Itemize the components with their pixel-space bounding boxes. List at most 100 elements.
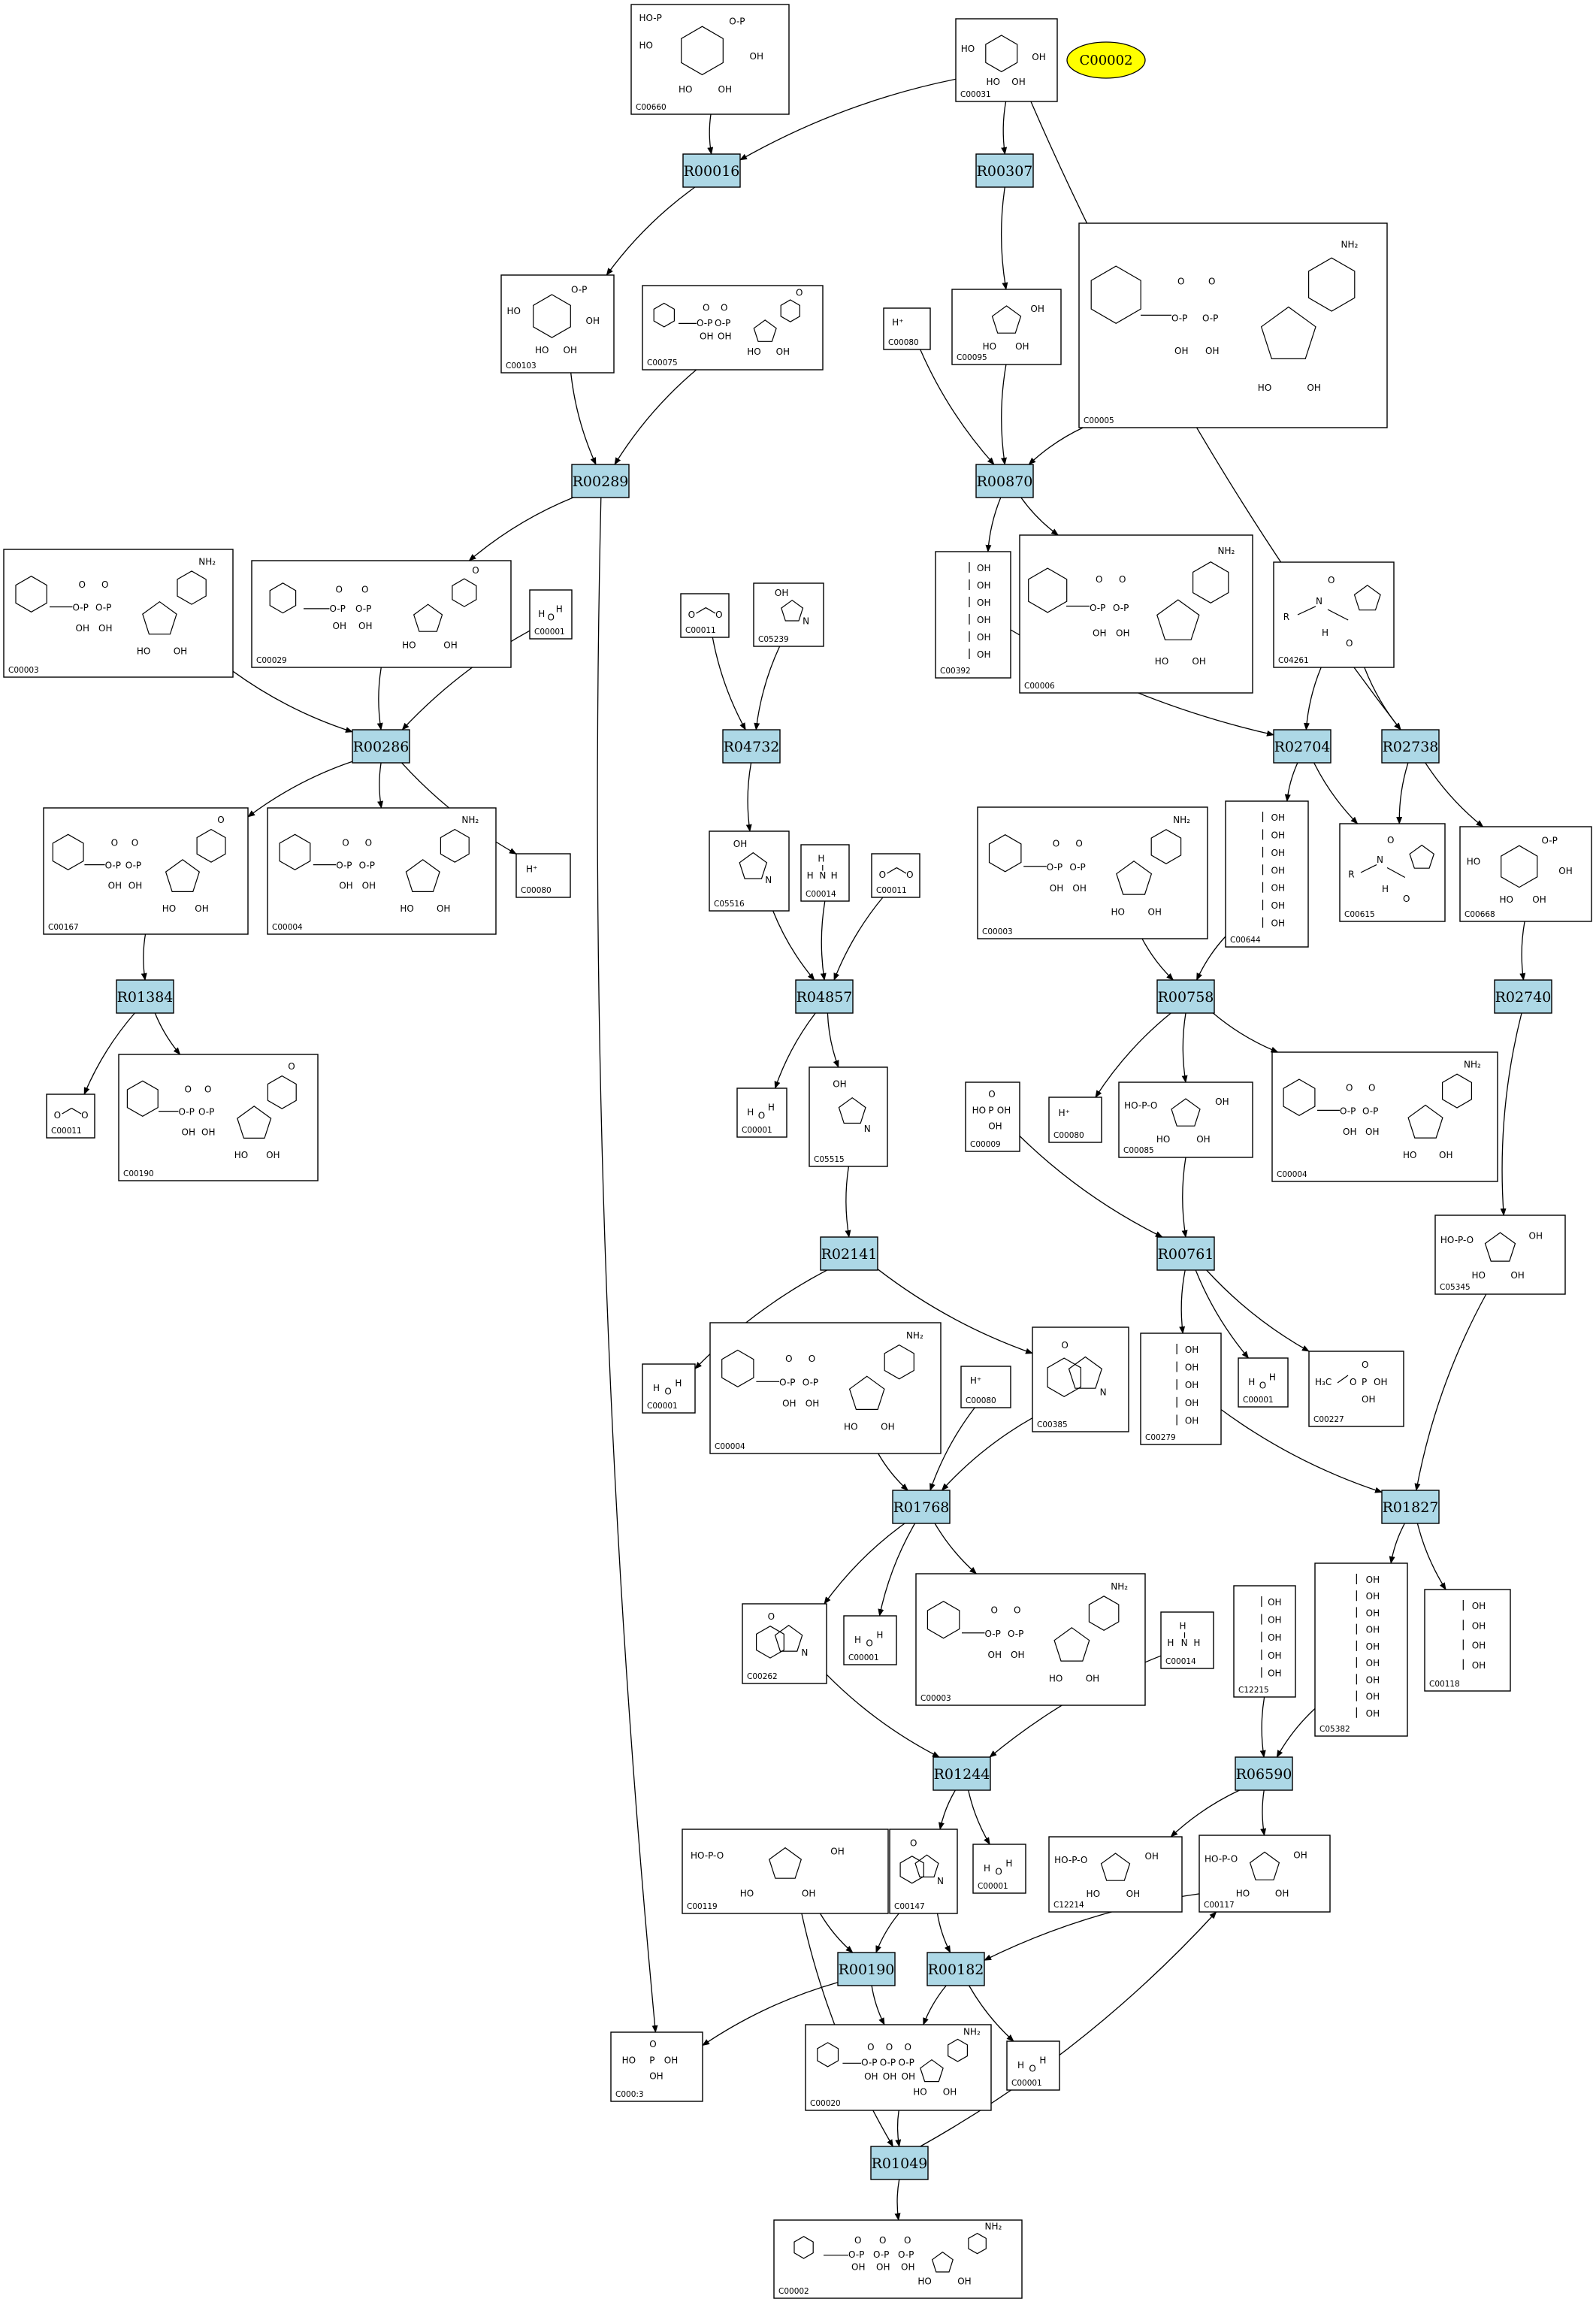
edge-arrow: [929, 1407, 975, 1491]
edge-arrow: [1196, 936, 1226, 981]
reaction-id-label: R00307: [977, 163, 1033, 180]
reaction-id-label: R00761: [1158, 1246, 1214, 1263]
reaction-r02738[interactable]: R02738: [1381, 729, 1440, 764]
reaction-r00182[interactable]: R00182: [926, 1952, 985, 1986]
svg-text:OH: OH: [776, 346, 790, 357]
reaction-r00289[interactable]: R00289: [571, 464, 630, 498]
reaction-r00190[interactable]: R00190: [837, 1952, 896, 1986]
reaction-r00016[interactable]: R00016: [682, 153, 741, 188]
target-compound-badge[interactable]: C00002: [1066, 41, 1146, 79]
compound-c00080[interactable]: H⁺C00080: [1048, 1097, 1102, 1143]
reaction-r01768[interactable]: R01768: [892, 1490, 951, 1524]
reaction-r00870[interactable]: R00870: [975, 464, 1034, 498]
reaction-r02704[interactable]: R02704: [1273, 729, 1332, 764]
svg-text:OH: OH: [1472, 1620, 1486, 1631]
reaction-r02141[interactable]: R02141: [820, 1236, 878, 1271]
compound-c00080[interactable]: H⁺C00080: [515, 853, 571, 898]
compound-id-label: C00004: [272, 923, 303, 932]
reaction-r01827[interactable]: R01827: [1381, 1490, 1440, 1524]
svg-text:O: O: [796, 287, 803, 298]
edge-arrow: [1416, 1523, 1446, 1590]
reaction-r00307[interactable]: R00307: [975, 153, 1034, 188]
reaction-r02740[interactable]: R02740: [1494, 979, 1552, 1014]
reaction-r00761[interactable]: R00761: [1156, 1236, 1215, 1271]
svg-text:O-P: O-P: [1047, 862, 1062, 873]
reaction-r00286[interactable]: R00286: [352, 729, 410, 764]
reaction-r01384[interactable]: R01384: [116, 979, 174, 1014]
compound-id-label: C00644: [1230, 936, 1261, 945]
svg-text:O: O: [879, 870, 886, 880]
svg-text:O-P: O-P: [779, 1378, 795, 1388]
reaction-r06590[interactable]: R06590: [1235, 1756, 1293, 1791]
svg-text:O: O: [649, 2039, 656, 2049]
reaction-r04857[interactable]: R04857: [795, 979, 854, 1014]
reaction-r04732[interactable]: R04732: [722, 729, 781, 764]
compound-c00080[interactable]: H⁺C00080: [883, 307, 931, 350]
svg-text:O: O: [910, 1838, 917, 1848]
reaction-r01244[interactable]: R01244: [933, 1756, 991, 1791]
reaction-r00758[interactable]: R00758: [1156, 979, 1215, 1014]
svg-text:O: O: [1096, 574, 1102, 585]
reaction-r01049[interactable]: R01049: [870, 2146, 929, 2180]
svg-text:N: N: [803, 616, 809, 627]
compound-c00080[interactable]: H⁺C00080: [960, 1366, 1011, 1408]
